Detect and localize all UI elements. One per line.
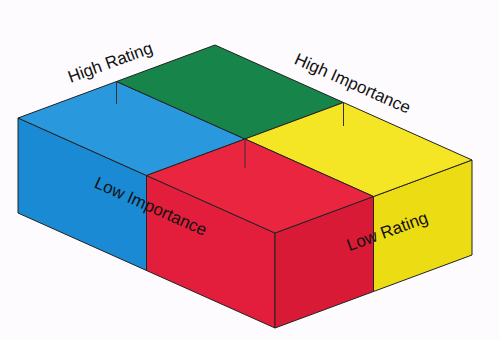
partition-line (245, 139, 246, 168)
partition-line (116, 82, 117, 105)
partition-line (343, 103, 344, 127)
